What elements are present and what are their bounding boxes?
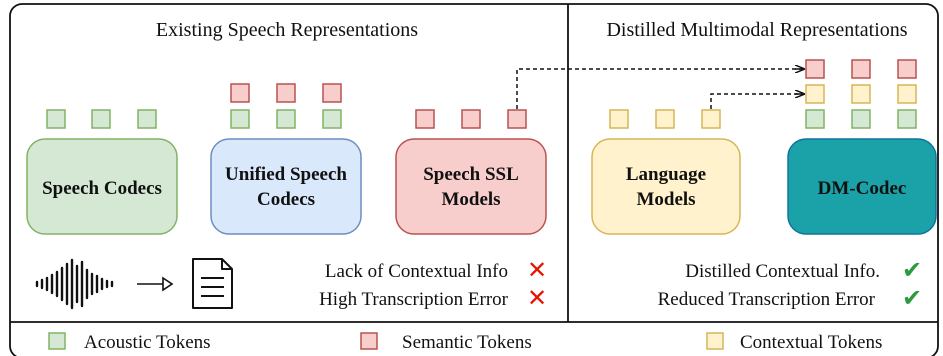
ssl-models-label-line1: Speech SSL <box>423 164 519 185</box>
semantic-token <box>322 83 342 103</box>
legend-semantic-label: Semantic Tokens <box>402 332 532 353</box>
contextual-distill-arrow <box>710 94 804 109</box>
semantic-token <box>230 83 250 103</box>
contextual-token <box>805 84 825 104</box>
semantic-token <box>507 109 527 129</box>
language-models-label-line1: Language <box>626 164 706 185</box>
semantic-token <box>897 59 917 79</box>
speech-codecs-box: Speech Codecs <box>26 138 178 235</box>
speech-codecs-label: Speech Codecs <box>42 178 162 199</box>
unified-codecs-label-line1: Unified Speech <box>225 164 347 185</box>
dm-codec-box: DM-Codec <box>787 138 937 235</box>
semantic-token <box>415 109 435 129</box>
legend-contextual-label: Contextual Tokens <box>740 332 882 353</box>
legend-acoustic-swatch <box>48 332 66 350</box>
left-panel-title: Existing Speech Representations <box>156 19 418 41</box>
contextual-token <box>897 84 917 104</box>
acoustic-token <box>137 109 157 129</box>
outer-frame <box>9 3 939 356</box>
waveform-icon <box>35 258 114 310</box>
cross-icon: ✕ <box>527 284 547 312</box>
legend-contextual-swatch <box>706 332 724 350</box>
unified-speech-codecs-box: Unified Speech Codecs <box>210 138 362 235</box>
cross-icon: ✕ <box>527 256 547 284</box>
ssl-models-label-line2: Models <box>441 189 500 210</box>
document-icon <box>192 258 233 309</box>
dm-codec-tokens <box>805 59 917 129</box>
semantic-token <box>276 83 296 103</box>
legend: Acoustic Tokens Semantic Tokens Contextu… <box>48 332 882 353</box>
legend-acoustic-label: Acoustic Tokens <box>84 332 211 353</box>
acoustic-token <box>805 109 825 129</box>
semantic-token <box>461 109 481 129</box>
language-models-tokens <box>609 109 721 129</box>
acoustic-token <box>276 109 296 129</box>
acoustic-token <box>91 109 111 129</box>
contextual-token <box>655 109 675 129</box>
semantic-distill-arrow <box>516 69 804 109</box>
language-models-label-line2: Models <box>636 189 695 210</box>
speech-codecs-tokens <box>46 109 157 129</box>
semantic-token <box>805 59 825 79</box>
check-icon: ✔ <box>902 284 922 312</box>
check-icon: ✔ <box>902 256 922 284</box>
acoustic-token <box>322 109 342 129</box>
language-models-box: Language Models <box>591 138 741 235</box>
arrow-right-icon <box>137 276 174 292</box>
issue-text-2: High Transcription Error <box>319 289 509 310</box>
acoustic-token <box>897 109 917 129</box>
unified-codecs-label-line2: Codecs <box>257 189 315 210</box>
semantic-token <box>851 59 871 79</box>
benefit-text-1: Distilled Contextual Info. <box>685 261 880 282</box>
ssl-models-tokens <box>415 109 527 129</box>
speech-ssl-models-box: Speech SSL Models <box>395 138 547 235</box>
right-panel-title: Distilled Multimodal Representations <box>606 19 907 41</box>
unified-codecs-tokens <box>230 83 342 129</box>
contextual-token <box>851 84 871 104</box>
acoustic-token <box>46 109 66 129</box>
legend-semantic-swatch <box>360 332 378 350</box>
benefit-text-2: Reduced Transcription Error <box>658 289 876 310</box>
contextual-token <box>701 109 721 129</box>
acoustic-token <box>230 109 250 129</box>
dm-codec-label: DM-Codec <box>818 178 907 199</box>
contextual-token <box>609 109 629 129</box>
acoustic-token <box>851 109 871 129</box>
issue-text-1: Lack of Contextual Info <box>325 261 508 282</box>
